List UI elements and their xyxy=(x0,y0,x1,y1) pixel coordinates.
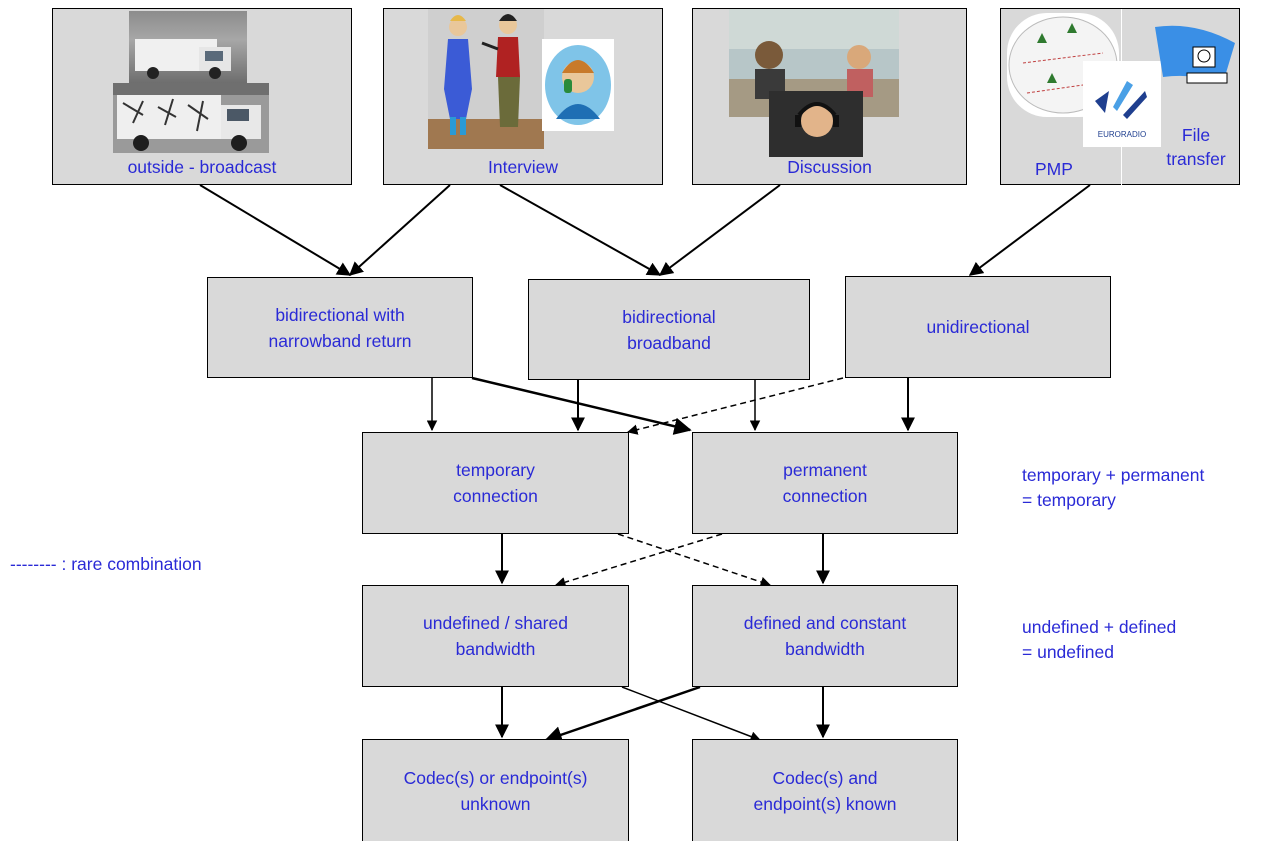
note-bandwidth-rule-line1: undefined + defined xyxy=(1022,617,1177,637)
node-codec-unknown-line2: unknown xyxy=(460,793,531,814)
node-defined-bandwidth-line1: defined and constant xyxy=(743,613,907,633)
label-file-transfer-line2: transfer xyxy=(1166,149,1226,169)
node-permanent-connection-line1: permanent xyxy=(783,460,867,480)
note-connection-rule: temporary + permanent = temporary xyxy=(1022,463,1204,513)
source-box-pmp-file-transfer: EURORADIO PMP File transfer xyxy=(1000,8,1241,186)
node-temporary-connection-line2: connection xyxy=(453,486,538,506)
interview-illustration xyxy=(428,9,544,149)
node-permanent-connection-line2: connection xyxy=(782,486,868,506)
label-interview: Interview xyxy=(487,157,559,177)
label-file-transfer-line1: File xyxy=(1181,125,1211,145)
source-box-outside-broadcast: outside - broadcast xyxy=(52,8,352,185)
file-transfer-computer-icon xyxy=(1145,17,1241,105)
arrow-ob-to-narrowband xyxy=(199,184,352,276)
note-bandwidth-rule-line2: = undefined xyxy=(1022,642,1114,662)
legend-rare-combination: -------- : rare combination xyxy=(10,554,202,574)
node-temporary-connection-line1: temporary xyxy=(456,460,535,480)
arrow-interview-to-narrowband xyxy=(348,184,451,276)
node-permanent-connection: permanent connection xyxy=(692,432,958,534)
node-bidirectional-narrowband: bidirectional with narrowband return xyxy=(207,277,473,378)
arrow-undefined-to-known xyxy=(621,686,761,742)
source-box-discussion: Discussion xyxy=(692,8,967,185)
arrow-narrowband-to-permanent xyxy=(471,376,692,435)
node-codec-unknown: Codec(s) or endpoint(s) unknown xyxy=(362,739,629,841)
label-file-transfer: File transfer xyxy=(1161,123,1231,171)
euroradio-logo: EURORADIO xyxy=(1083,61,1161,147)
node-bidirectional-narrowband-line1: bidirectional with xyxy=(275,304,405,325)
studio-discussion-photo xyxy=(729,9,899,117)
source-box-interview: Interview xyxy=(383,8,663,185)
arrow-temporary-to-defined xyxy=(617,533,771,587)
ob-van-photo xyxy=(129,11,247,83)
node-bidirectional-broadband: bidirectional broadband xyxy=(528,279,810,380)
arrow-interview-to-broadband xyxy=(499,184,662,276)
node-undefined-bandwidth: undefined / shared bandwidth xyxy=(362,585,629,687)
phone-caller-illustration xyxy=(542,39,614,131)
arrow-uni-to-temporary xyxy=(626,377,844,435)
label-pmp: PMP xyxy=(1035,159,1073,179)
ob-truck-photo xyxy=(113,83,269,153)
arrow-permanent-to-undefined xyxy=(554,533,723,588)
node-codec-unknown-line1: Codec(s) or endpoint(s) xyxy=(403,767,588,788)
euroradio-logo-text: EURORADIO xyxy=(1098,130,1146,139)
node-unidirectional-label: unidirectional xyxy=(926,317,1030,337)
arrow-defined-to-unknown xyxy=(544,685,701,744)
node-codec-known-line2: endpoint(s) known xyxy=(753,793,897,814)
node-temporary-connection: temporary connection xyxy=(362,432,629,534)
node-codec-known: Codec(s) and endpoint(s) known xyxy=(692,739,958,841)
node-bidirectional-narrowband-line2: narrowband return xyxy=(268,330,412,351)
label-outside-broadcast: outside - broadcast xyxy=(127,157,277,177)
node-unidirectional: unidirectional xyxy=(845,276,1111,378)
note-bandwidth-rule: undefined + defined = undefined xyxy=(1022,615,1176,665)
node-bidirectional-broadband-line1: bidirectional xyxy=(622,306,716,327)
arrow-filetransfer-to-uni xyxy=(968,184,1091,276)
node-defined-bandwidth-line2: bandwidth xyxy=(785,639,865,659)
node-undefined-bandwidth-line1: undefined / shared xyxy=(423,613,568,633)
arrow-discussion-to-broadband xyxy=(658,184,781,276)
note-connection-rule-line2: = temporary xyxy=(1022,490,1116,510)
note-connection-rule-line1: temporary + permanent xyxy=(1022,465,1205,485)
studio-presenter-photo xyxy=(769,91,863,157)
node-bidirectional-broadband-line2: broadband xyxy=(627,332,711,353)
node-defined-bandwidth: defined and constant bandwidth xyxy=(692,585,958,687)
label-discussion: Discussion xyxy=(787,157,872,177)
node-codec-known-line1: Codec(s) and xyxy=(772,767,878,788)
node-undefined-bandwidth-line2: bandwidth xyxy=(455,639,536,659)
